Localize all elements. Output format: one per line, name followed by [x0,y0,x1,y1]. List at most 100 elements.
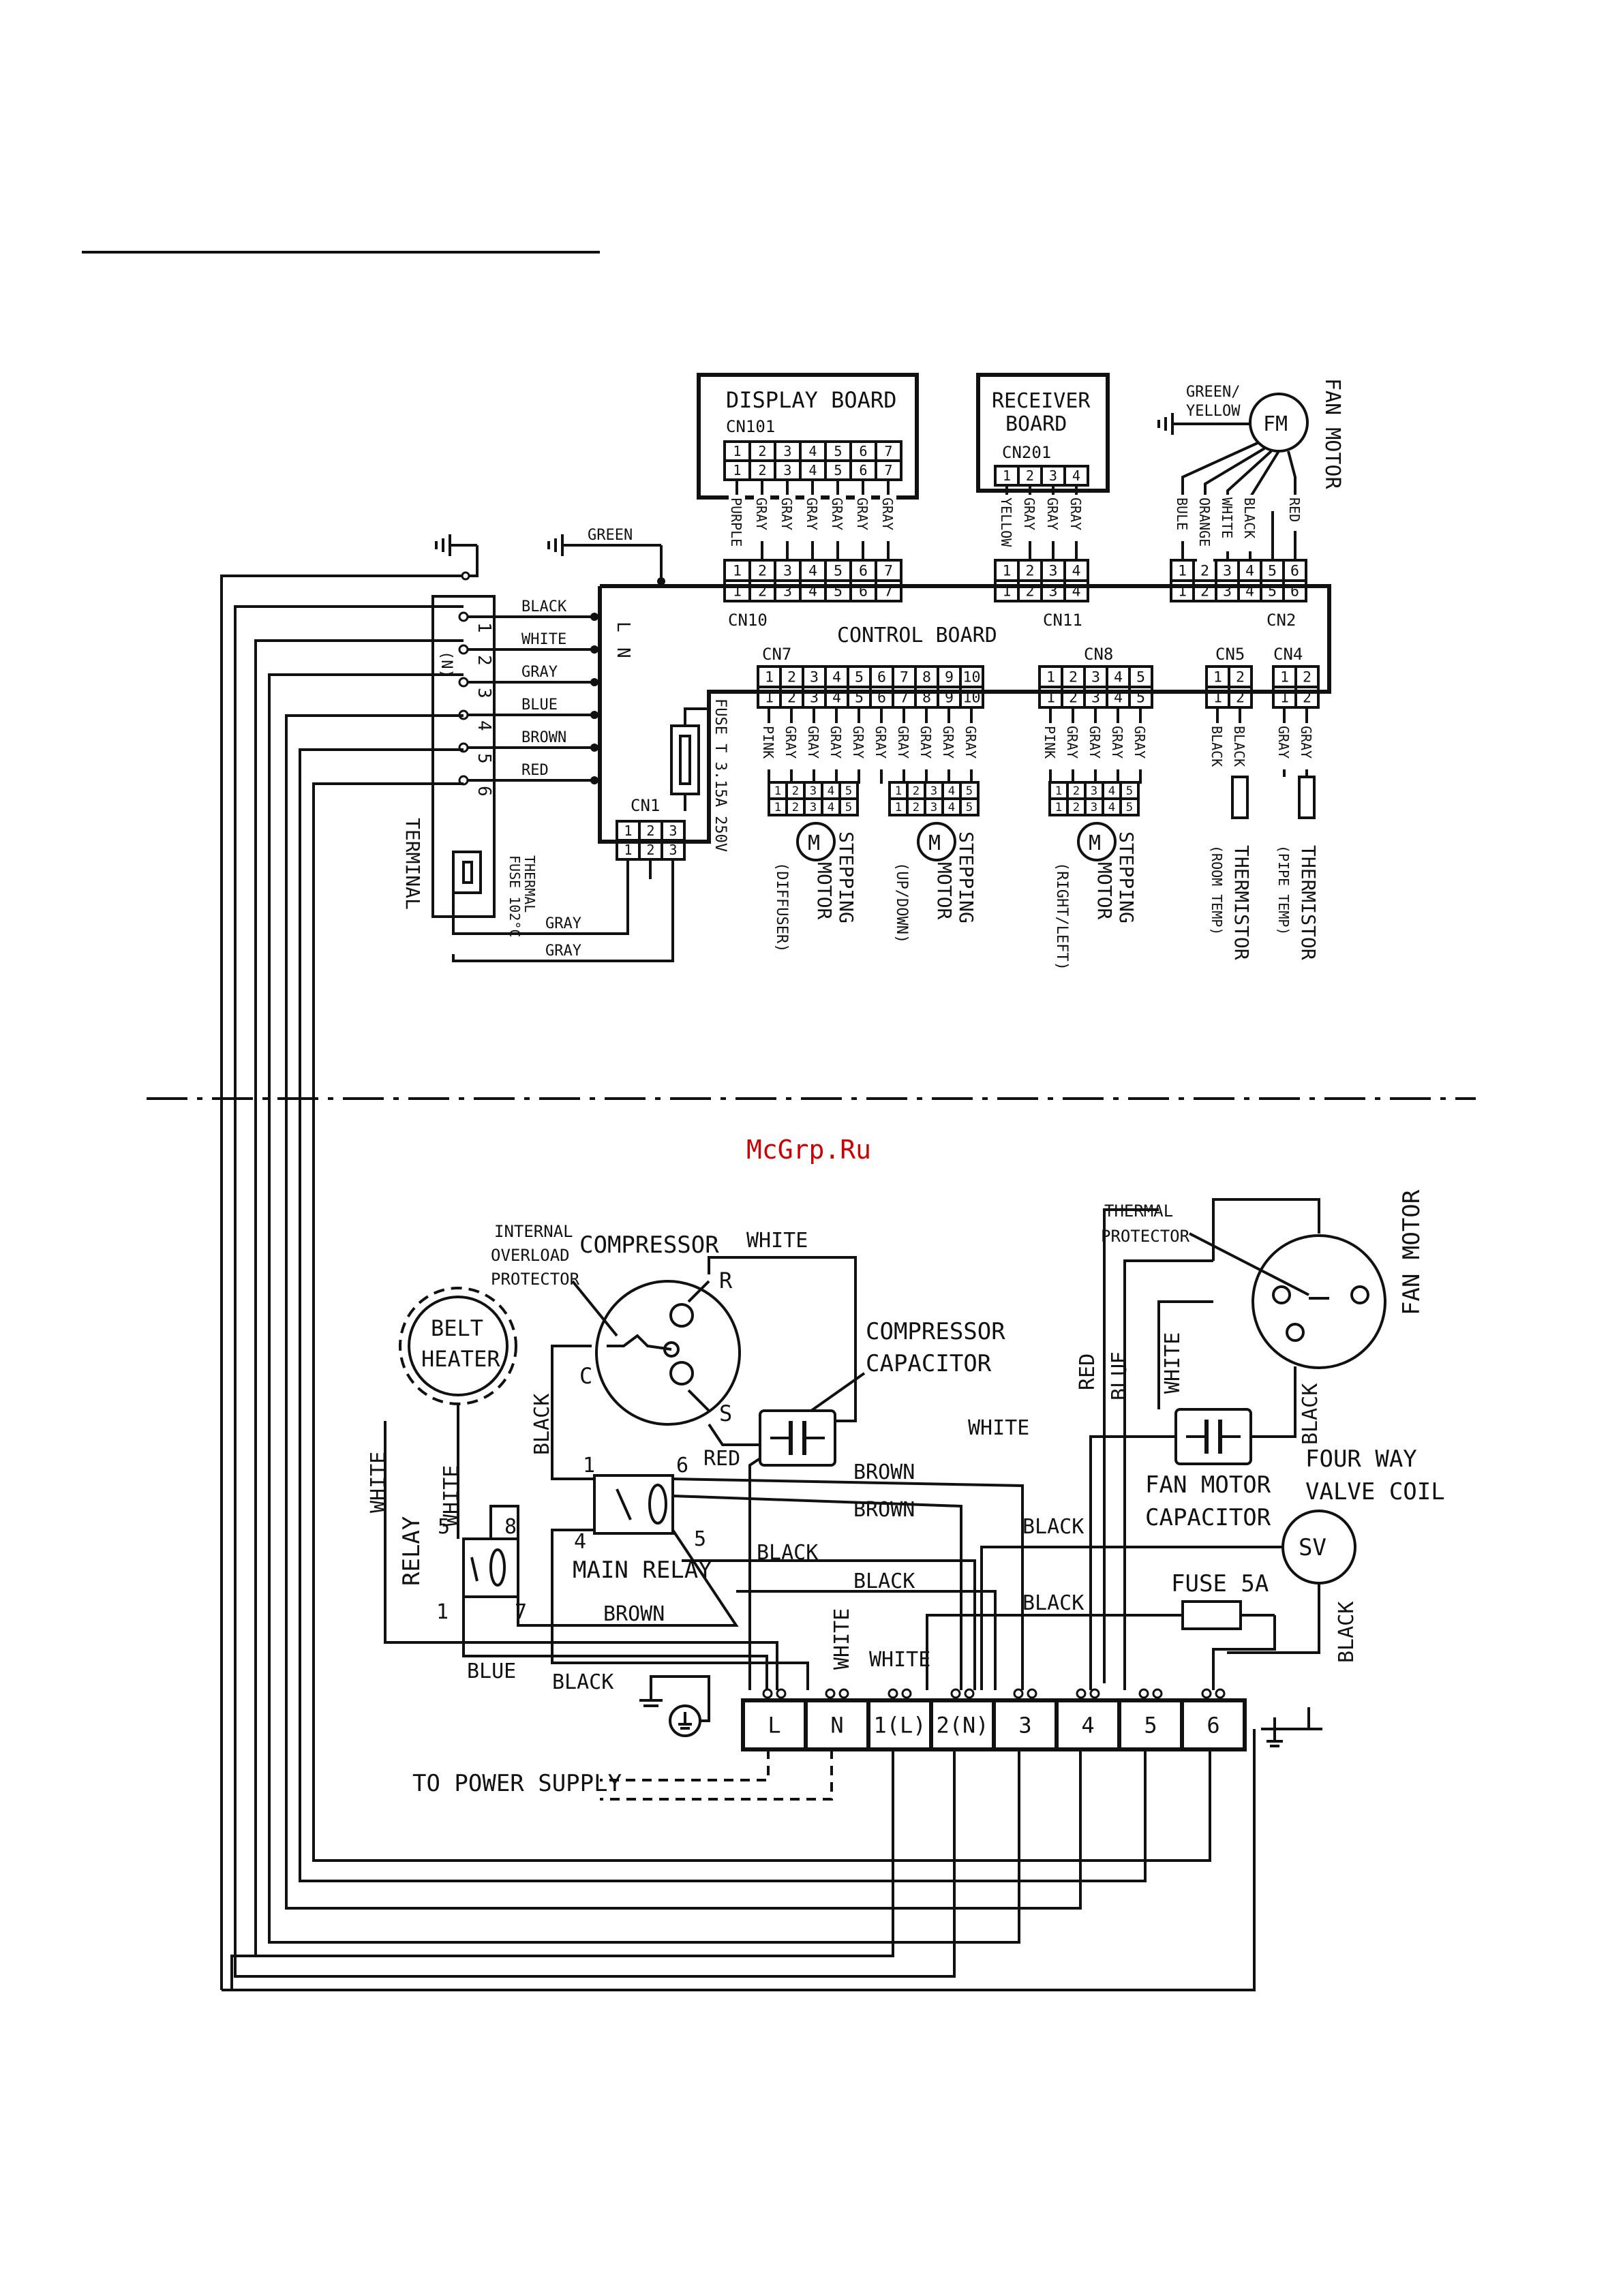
pin-number: 4 [1108,801,1115,814]
wire-color-label: GRAY [940,726,956,759]
wl-black-3: BLACK [1022,1515,1084,1539]
pin-number: 2 [792,784,799,798]
wl-black-fan: BLACK [1299,1383,1322,1445]
comp-cap-label-2: CAPACITOR [866,1350,992,1377]
compressor-label: COMPRESSOR [579,1231,719,1259]
terminal-wire-label: BROWN [521,729,566,746]
pin-number: 3 [1091,690,1100,707]
terminal-number: 3 [474,688,494,699]
ground-green-label: GREEN [588,527,633,544]
fan-motor-capacitor: FAN MOTOR CAPACITOR [1145,1408,1271,1531]
wl-white-mid2: WHITE [869,1648,930,1672]
pin-number: 1 [765,690,774,707]
wire-color-label: GRAY [1044,498,1061,530]
pin-number: 5 [834,443,842,459]
sv-label: SV [1299,1534,1326,1561]
belt-heater: BELT HEATER [399,1287,517,1405]
pin-number: 2 [913,784,920,798]
wire-color-label: BLACK [1231,726,1247,767]
pin-number: 1 [1055,784,1062,798]
relay-label: RELAY [398,1516,425,1586]
wire-color-label: GRAY [1021,498,1037,530]
pin-number: 1 [1178,563,1187,580]
overload-label-2: OVERLOAD [491,1246,570,1265]
thermistor-room-name: THERMISTOR [1230,845,1253,960]
terminal-wire-label: BLUE [521,697,558,714]
pin-number: 3 [1091,669,1100,686]
pin-number: 1 [774,801,781,814]
pin-number: 5 [845,801,852,814]
pin-number: 2 [913,801,920,814]
pin-number: 4 [1072,468,1080,484]
wire-color-label: GRAY [962,726,979,759]
pin-number: 5 [845,784,852,798]
wl-red-v: RED [1076,1353,1099,1390]
stepper-2-sub: (UP/DOWN) [893,862,910,943]
watermark: McGrp.Ru [746,1135,871,1165]
pin-number: 5 [966,801,973,814]
comp-pin-c: C [579,1363,592,1389]
pin-number: 1 [624,842,632,858]
stepper-2-name-1: STEPPING [955,831,977,923]
wire-color-label: GRAY [879,498,896,530]
cn4-label: CN4 [1273,645,1303,664]
wl-black-left: BLACK [530,1394,554,1455]
wire-color-label: YELLOW [998,498,1014,547]
wl-black-2: BLACK [853,1570,915,1593]
outdoor-wire-labels: WHITE BLACK WHITE WHITE RED BROWN BROWN … [367,1229,1359,1694]
wire-color-label: GRAY [1064,726,1080,759]
relay-pin-5: 5 [438,1515,450,1539]
relay-pin-1: 1 [436,1600,449,1624]
receiver-board-title-1: RECEIVER [992,389,1091,413]
cn201-label: CN201 [1002,443,1051,462]
pin-number: 3 [1048,563,1057,580]
wl-brown-3: BROWN [603,1602,665,1626]
pin-cell [959,797,980,816]
wire-color-label: GRAY [854,498,870,530]
thermal-protector-label-2: PROTECTOR [1101,1227,1190,1246]
wl-white-v: WHITE [1161,1332,1185,1394]
wire-color-label: GRAY [828,726,844,759]
outdoor-ground-left [639,1675,710,1737]
terminal-wire-label: RED [521,762,549,779]
pin-number: 1 [774,784,781,798]
fan-cap-label-2: CAPACITOR [1145,1504,1271,1531]
board-fuse: FUSE T 3.15A 250V [670,699,729,852]
pin-number: 5 [1136,669,1145,686]
wl-brown-2: BROWN [853,1498,915,1522]
pin-number: 6 [859,443,867,459]
wire-color-label: GRAY [783,726,799,759]
cn5-label: CN5 [1215,645,1245,664]
pin-number: 4 [828,801,834,814]
pin-cell [1063,579,1089,602]
relay-pin-7: 7 [515,1600,527,1624]
thermal-fuse-label-2: FUSE 102°C [506,855,523,937]
four-way-valve-coil: SV FOUR WAY VALVE COIL [1281,1445,1445,1585]
pin-number: 5 [966,784,973,798]
overload-label-3: PROTECTOR [491,1270,580,1289]
pin-number: 3 [783,462,791,478]
small-relay: RELAY 5 8 1 7 [398,1515,527,1624]
pin-number: 5 [1136,690,1145,707]
thermistor-pipe: THERMISTOR (PIPE TEMP) [1275,776,1320,960]
main-relay-pin-6: 6 [676,1454,688,1478]
terminal-label: TERMINAL [401,818,424,910]
terminal-cell-label: 6 [1207,1713,1219,1739]
wire-color-label: GRAY [1087,726,1103,759]
stepping-motor-diffuser: M STEPPING MOTOR (DIFFUSER) [773,822,858,952]
outdoor-fuse: FUSE 5A [1159,1570,1275,1630]
main-relay-pin-5: 5 [694,1527,706,1551]
terminal-cell-label: 4 [1081,1713,1094,1739]
pin-number: 7 [884,462,892,478]
to-power-supply-label: TO POWER SUPPLY [412,1770,622,1797]
stepper-1-name-1: STEPPING [835,831,858,923]
